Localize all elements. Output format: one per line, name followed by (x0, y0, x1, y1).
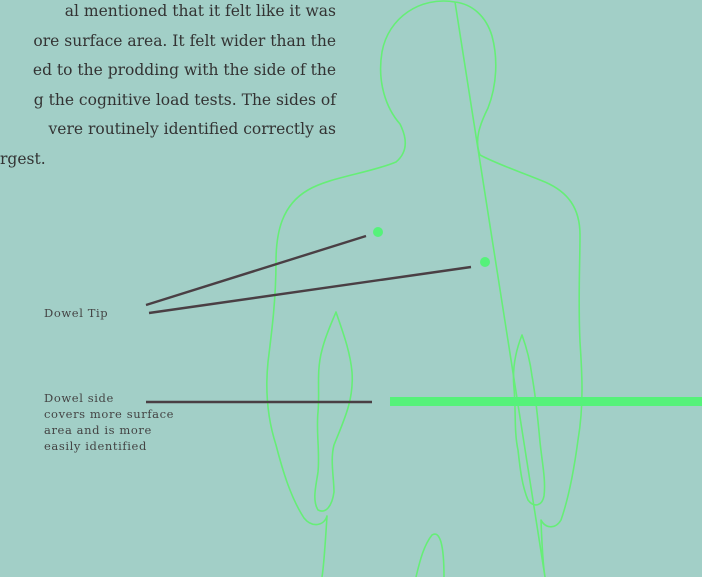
left-arm-inner-outline (315, 312, 352, 511)
dowel-tip-label: Dowel Tip (44, 305, 108, 321)
dowel-side-contact (390, 397, 702, 406)
dowel-side-label-line: easily identified (44, 438, 184, 454)
tip-contact-point (480, 257, 490, 267)
dowel-side-label: Dowel side covers more surface area and … (44, 390, 184, 454)
dowel-side-label-line: covers more surface (44, 406, 184, 422)
tip-leader-line (146, 236, 366, 305)
dowel-side-label-line: area and is more (44, 422, 184, 438)
tip-contact-point (373, 227, 383, 237)
leg-gap-outline (416, 534, 444, 577)
dowel-side-label-line: Dowel side (44, 390, 184, 406)
